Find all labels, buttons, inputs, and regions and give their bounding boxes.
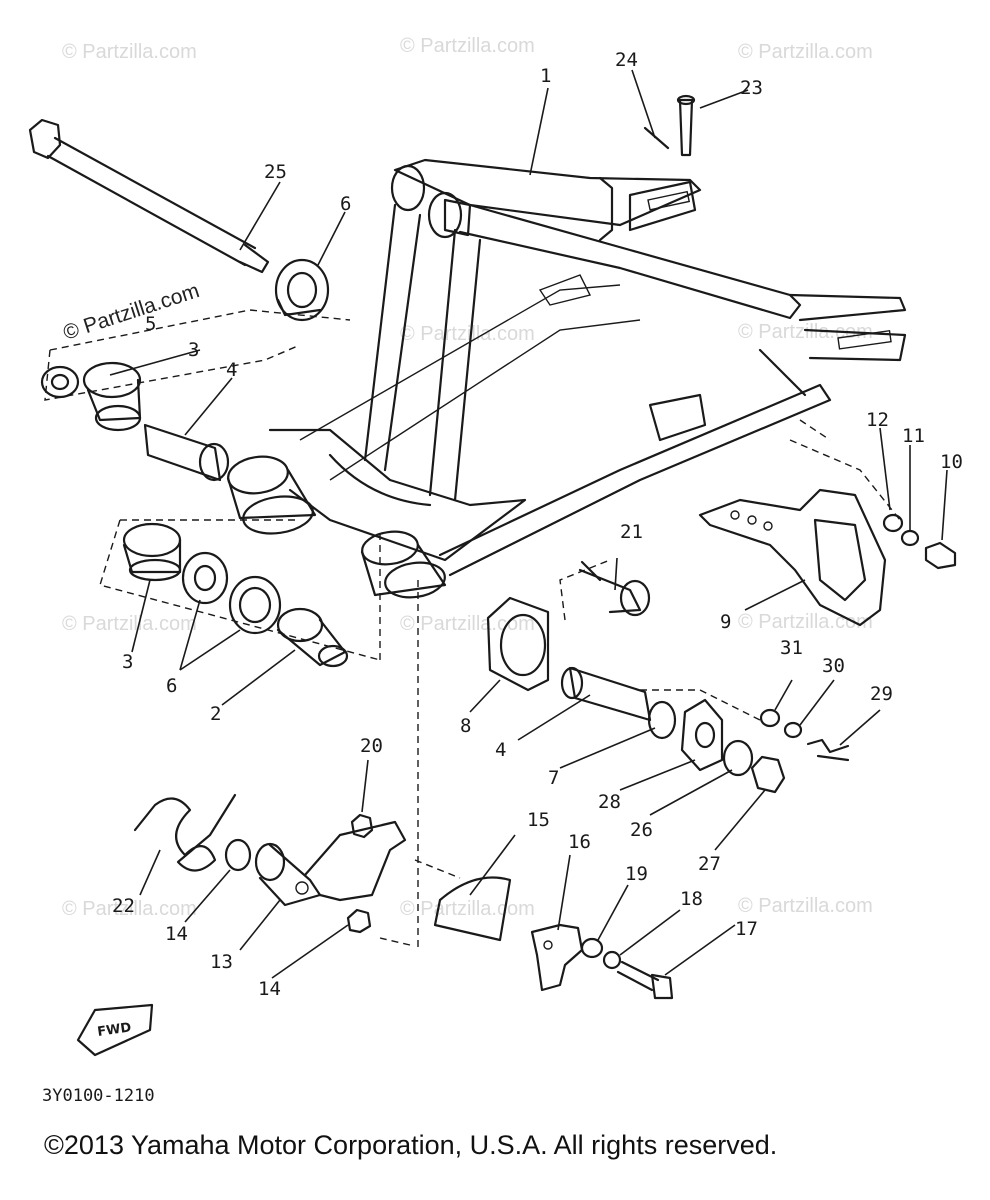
- callout-15: 15: [527, 809, 550, 831]
- copyright-notice: ©2013 Yamaha Motor Corporation, U.S.A. A…: [44, 1130, 778, 1160]
- fwd-label: FWD: [96, 1020, 132, 1040]
- callout-11: 11: [902, 425, 925, 447]
- callout-17: 17: [735, 918, 758, 940]
- watermark-text: © Partzilla.com: [62, 898, 197, 920]
- pivot-parts: [40, 94, 957, 794]
- callout-labels: 1 2 3 3 4 4 5 6 6 7 8 9 10 11 12 13 14 1…: [96, 49, 962, 1040]
- callout-9: 9: [720, 611, 731, 633]
- callout-26: 26: [630, 819, 653, 841]
- watermark-text: © Partzilla.com: [400, 613, 535, 635]
- callout-27: 27: [698, 853, 721, 875]
- callout-5: 5: [145, 313, 156, 335]
- diagram-code: 3Y0100-1210: [42, 1086, 155, 1106]
- callout-20: 20: [360, 735, 383, 757]
- watermark-layer: © Partzilla.com © Partzilla.com © Partzi…: [60, 35, 872, 920]
- callout-8: 8: [460, 715, 471, 737]
- callout-10: 10: [940, 451, 963, 473]
- callout-28: 28: [598, 791, 621, 813]
- swingarm-frame: [226, 158, 907, 599]
- watermark-text: © Partzilla.com: [738, 895, 873, 917]
- callout-13: 13: [210, 951, 233, 973]
- assembly-lines: [44, 309, 901, 950]
- watermark-text: © Partzilla.com: [62, 41, 197, 63]
- callout-30: 30: [822, 655, 845, 677]
- watermark-text: © Partzilla.com: [62, 613, 197, 635]
- callout-12: 12: [866, 409, 889, 431]
- callout-14: 14: [165, 923, 188, 945]
- brake-pedal-assembly: [76, 793, 674, 1057]
- callout-6: 6: [340, 193, 351, 215]
- watermark-text: © Partzilla.com: [400, 35, 535, 57]
- leader-lines: [109, 69, 948, 979]
- watermark-text: © Partzilla.com: [400, 898, 535, 920]
- pivot-shaft: [28, 118, 270, 274]
- callout-21: 21: [620, 521, 643, 543]
- callout-4: 4: [226, 359, 237, 381]
- callout-24: 24: [615, 49, 638, 71]
- callout-31: 31: [780, 637, 803, 659]
- callout-18: 18: [680, 888, 703, 910]
- watermark-text: © Partzilla.com: [400, 323, 535, 345]
- watermark-text: © Partzilla.com: [60, 279, 202, 345]
- callout-3: 3: [122, 651, 133, 673]
- callout-2: 2: [210, 703, 221, 725]
- callout-25: 25: [264, 161, 287, 183]
- callout-14: 14: [258, 978, 281, 1000]
- callout-6: 6: [166, 675, 177, 697]
- callout-1: 1: [540, 65, 551, 87]
- callout-29: 29: [870, 683, 893, 705]
- callout-16: 16: [568, 831, 591, 853]
- callout-7: 7: [548, 767, 559, 789]
- callout-4: 4: [495, 739, 506, 761]
- watermark-text: © Partzilla.com: [738, 611, 873, 633]
- callout-23: 23: [740, 77, 763, 99]
- callout-3: 3: [188, 339, 199, 361]
- callout-19: 19: [625, 863, 648, 885]
- watermark-text: © Partzilla.com: [738, 41, 873, 63]
- callout-22: 22: [112, 895, 135, 917]
